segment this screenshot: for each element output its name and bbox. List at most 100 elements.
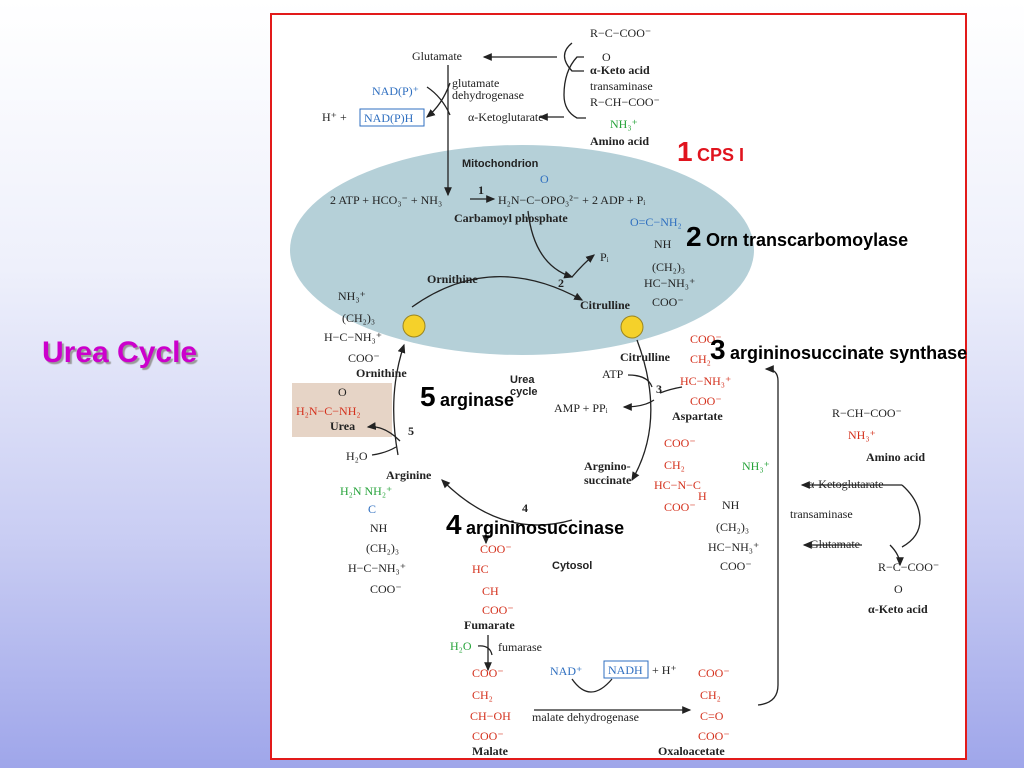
arginine-c: C [368,502,376,516]
aspartate-coo-bottom: COO⁻ [690,394,722,408]
ornithine-coo: COO⁻ [348,351,380,365]
argininosuccinate-label-1: Argnino- [584,459,631,473]
step2-number: 2 [558,276,564,290]
r-c-coo-right: R−C−COO⁻ [878,560,939,574]
urea-formula: H₂N−C−NH₂ [296,404,361,418]
arginine-nh: NH [370,521,388,535]
urea-cycle-figure: Glutamate R−C−COO⁻ O α-Keto acid transam… [270,13,967,760]
argininosuccinate-label-2: succinate [584,473,632,487]
citrulline-structure-nh: NH [654,237,672,251]
ornithine-nh3: NH₃⁺ [338,289,366,303]
as-hc-nh3: HC−NH₃⁺ [708,540,759,554]
citrulline-transporter [620,315,644,339]
as-hc-n-c: HC−N−C [654,478,701,492]
a-keto-acid-right: α-Keto acid [868,602,928,616]
nh3-right: NH₃⁺ [848,428,876,442]
glutamate-right: Glutamate [810,537,860,551]
arginine-label: Arginine [386,468,432,482]
a-ketoglutarate-top: α-Ketoglutarate [468,110,544,124]
oaa-coo-top: COO⁻ [698,666,730,680]
step3-number: 3 [656,382,662,396]
nadh-box [603,660,649,679]
fumarate-coo-bottom: COO⁻ [482,603,514,617]
carbamoyl-o: O [540,172,549,186]
arginine-hc: H−C−NH₃⁺ [348,561,406,575]
h-plus: H⁺ + [322,110,347,124]
pi-label: Pᵢ [600,250,609,264]
oaa-co: C=O [700,709,724,723]
urea-o: O [338,385,347,399]
mitochondrion-region [290,145,754,355]
carbamoyl-phosphate-label: Carbamoyl phosphate [454,211,568,225]
malate-choh: CH−OH [470,709,511,723]
step1-number: 1 [478,183,484,197]
h-plus-2: + H⁺ [652,663,677,677]
citrulline-structure-coo: COO⁻ [652,295,684,309]
urea-cycle-label-2: cycle [510,386,538,398]
nadph-box [359,108,425,127]
r-ch-coo-right: R−CH−COO⁻ [832,406,902,420]
aspartate-hc: HC−NH₃⁺ [680,374,731,388]
urea-cycle-label-1: Urea [510,374,535,386]
fumarate-ch: CH [482,584,499,598]
amino-acid-top: Amino acid [590,134,649,148]
arginine-ch2: (CH₂)₃ [366,541,399,555]
malate-ch2: CH₂ [472,688,493,702]
mitochondrion-label: Mitochondrion [462,158,539,170]
as-nh: NH [722,498,740,512]
r-ch-coo-top: R−CH−COO⁻ [590,95,660,109]
urea-label: Urea [330,419,355,433]
as-coo-bottom: COO⁻ [664,500,696,514]
as-nh2: NH₃⁺ [742,459,770,473]
ornithine-mito-label: Ornithine [427,272,478,286]
atp-label: ATP [602,367,624,381]
arginine-top: H₂N NH₂⁺ [340,484,392,498]
as-coo-top: COO⁻ [664,436,696,450]
fumarate-hc: HC [472,562,489,576]
oaa-ch2: CH₂ [700,688,721,702]
nad-plus: NAD⁺ [550,664,582,678]
as-ch2-3: (CH₂)₃ [716,520,749,534]
as-h: H [698,489,707,503]
malate-coo-bottom: COO⁻ [472,729,504,743]
pathway-diagram: Glutamate R−C−COO⁻ O α-Keto acid transam… [290,26,939,758]
o-top: O [602,50,611,64]
fumarate-label: Fumarate [464,618,515,632]
step4-number: 4 [522,501,528,515]
oxaloacetate-label: Oxaloacetate [658,744,725,758]
citrulline-cytosol-label: Citrulline [620,350,671,364]
ornithine-cytosol-label: Ornithine [356,366,407,380]
h2o-urea: H₂O [346,449,368,463]
transaminase-right: transaminase [790,507,853,521]
nh3-top: NH₃⁺ [610,117,638,131]
glutamate-label: Glutamate [412,49,462,63]
nadh: NADH [608,663,643,677]
amino-acid-right: Amino acid [866,450,925,464]
aspartate-ch2: CH₂ [690,352,711,366]
citrulline-structure-hc: HC−NH₃⁺ [644,276,695,290]
nadph: NAD(P)H [364,111,414,125]
h2o-fumarase: H₂O [450,639,472,653]
aspartate-label: Aspartate [672,409,723,423]
fumarase-label: fumarase [498,640,542,654]
malate-label: Malate [472,744,509,758]
nadp-plus: NAD(P)⁺ [372,84,419,98]
as-coo: COO⁻ [720,559,752,573]
r-c-coo-top: R−C−COO⁻ [590,26,651,40]
a-ketoglutarate-right: α-Ketoglutarate [808,477,884,491]
amp-ppi-label: AMP + PPᵢ [554,401,608,415]
as-ch2: CH₂ [664,458,685,472]
cytosol-label: Cytosol [552,560,592,572]
a-keto-acid-top: α-Keto acid [590,63,650,77]
oaa-coo-bottom: COO⁻ [698,729,730,743]
citrulline-mito-label: Citrulline [580,298,631,312]
gdh-label-1: glutamate [452,76,499,90]
ornithine-transporter [402,314,426,338]
ornithine-hc: H−C−NH₃⁺ [324,330,382,344]
arginine-coo: COO⁻ [370,582,402,596]
malate-coo-top: COO⁻ [472,666,504,680]
step5-number: 5 [408,424,414,438]
citrulline-structure-ch2: (CH₂)₃ [652,260,685,274]
transaminase-top: transaminase [590,79,653,93]
malate-dh-label: malate dehydrogenase [532,710,639,724]
